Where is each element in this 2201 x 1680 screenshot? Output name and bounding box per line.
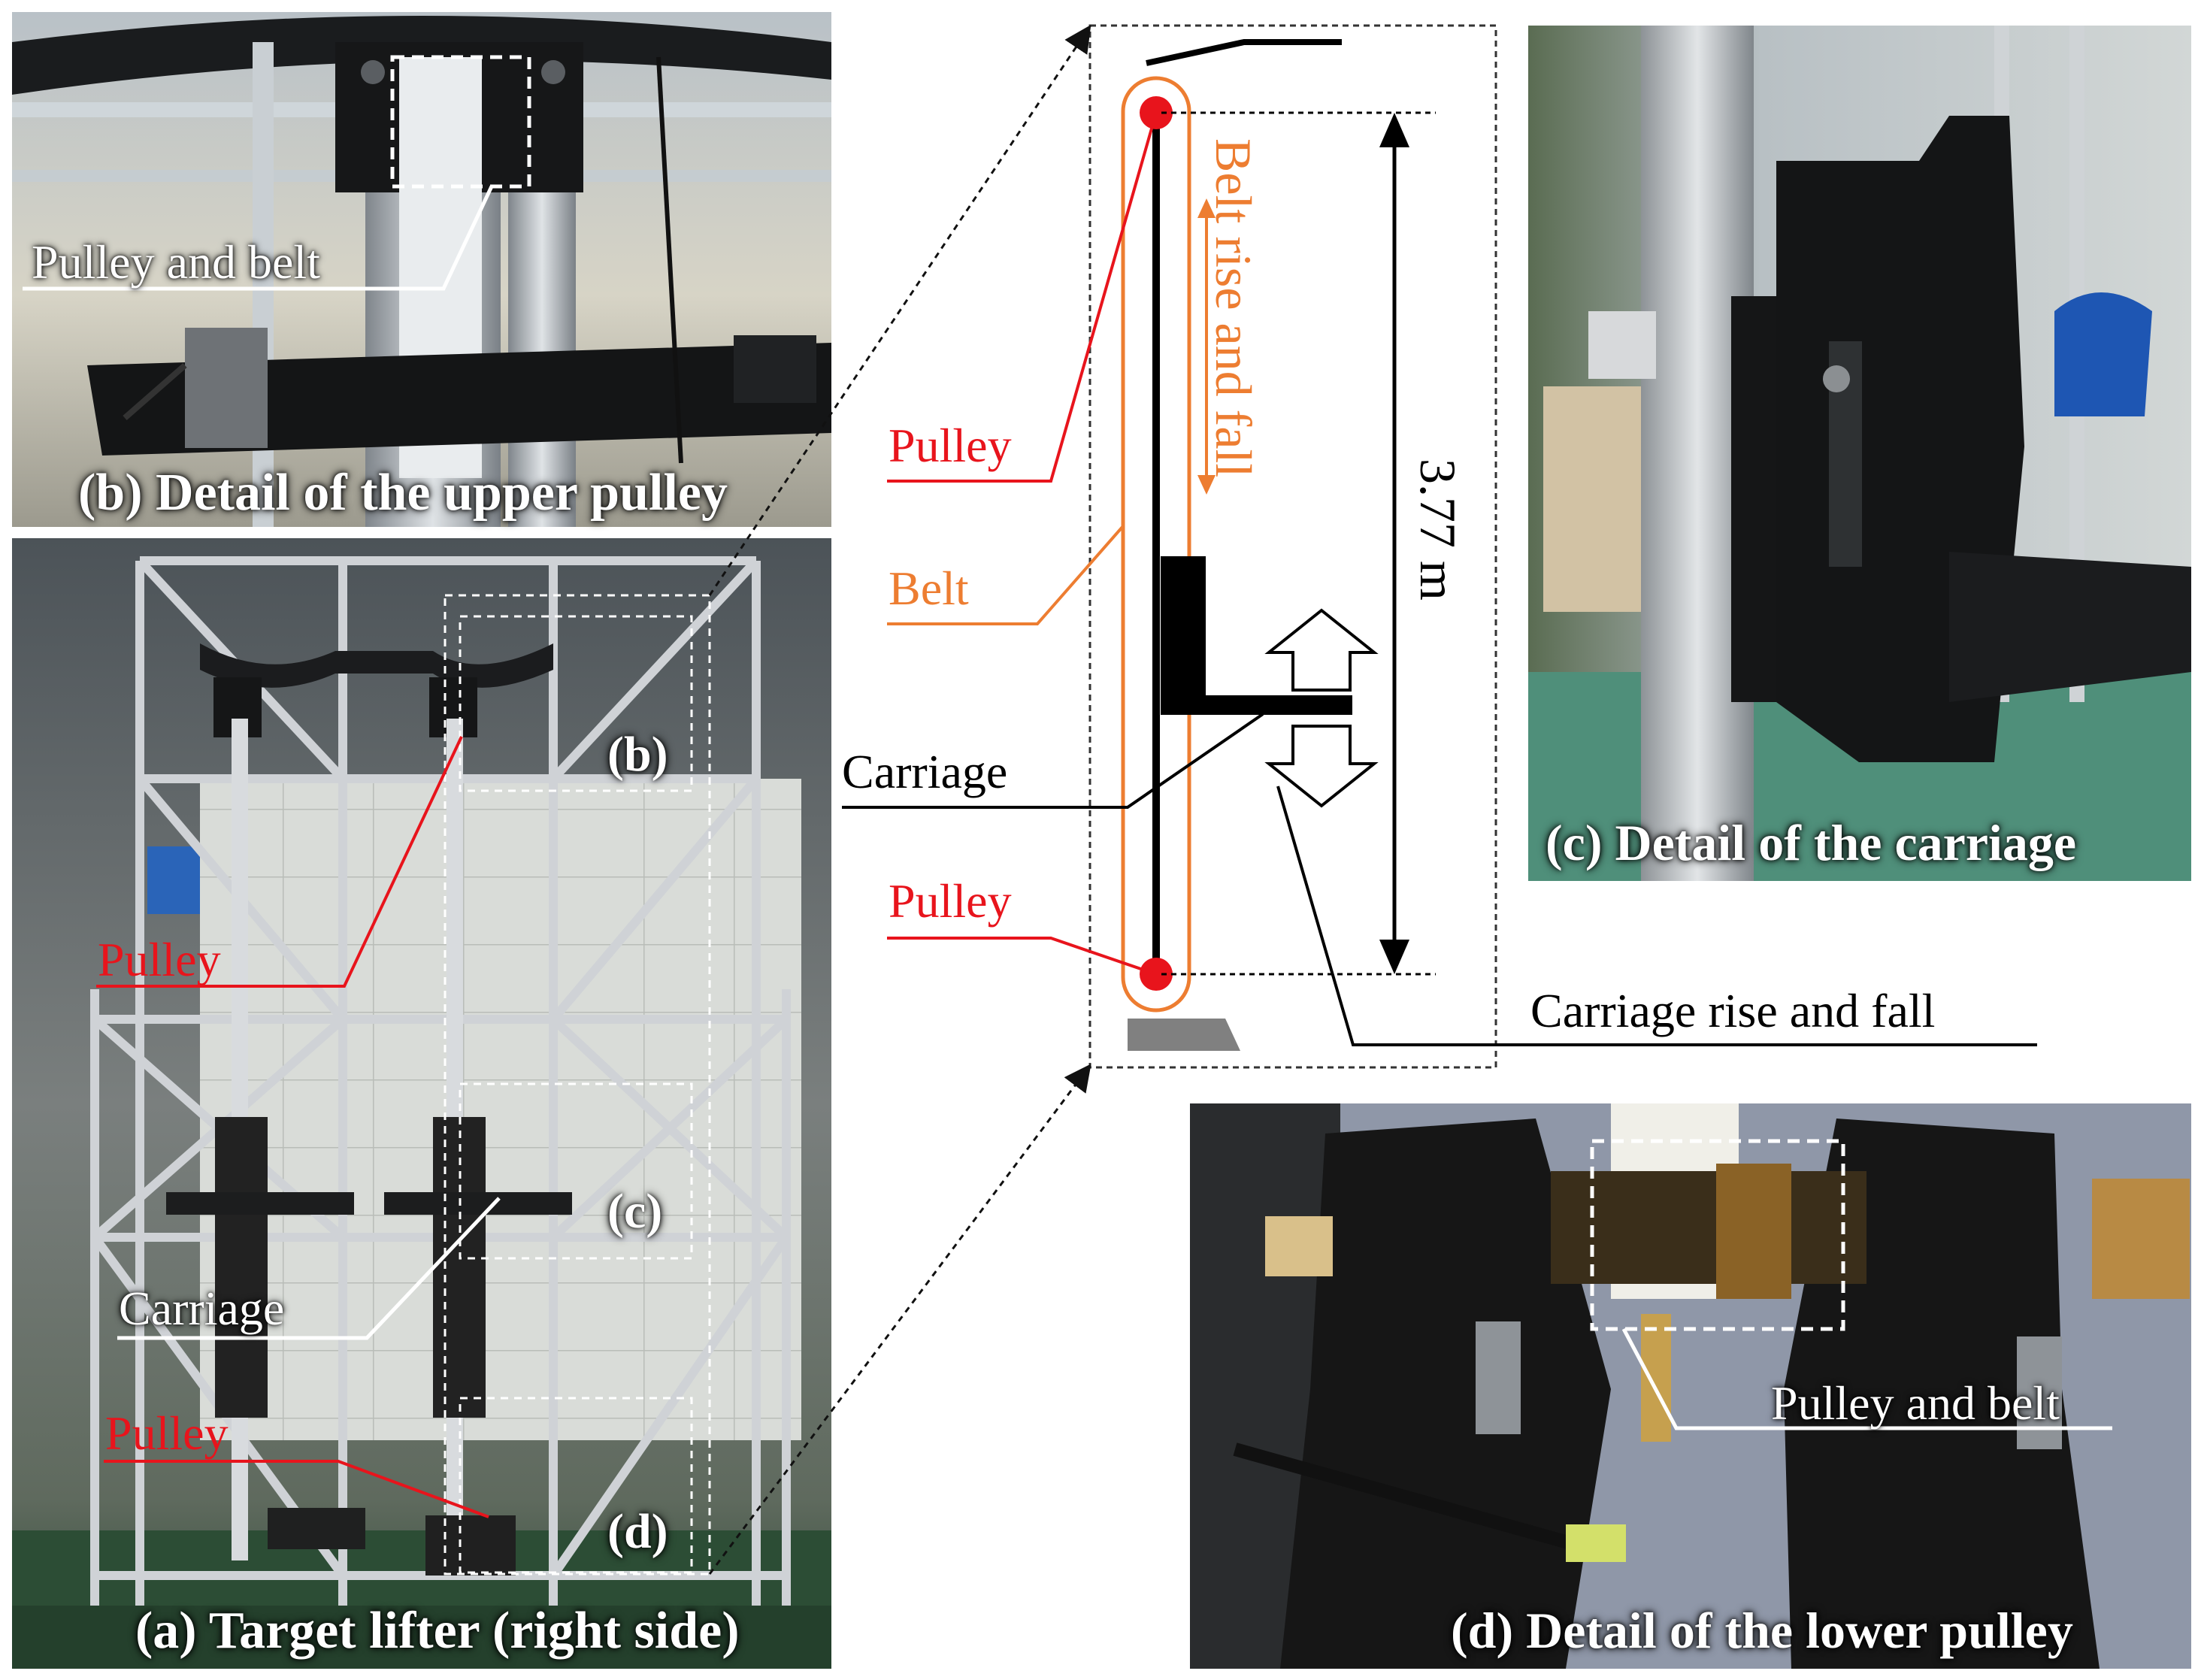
carriage-up-arrow [1264, 608, 1379, 692]
height-dimension-label: 3.77 m [1409, 459, 1467, 601]
upper-pulley-caption: (b) Detail of the upper pulley [78, 464, 728, 522]
lower-pulley-photo [1190, 1103, 2191, 1669]
base-plate [1128, 1019, 1240, 1051]
upper-pulley-highlight [390, 55, 531, 189]
lifter-carriage-label: Carriage [119, 1282, 285, 1335]
lifter-pulley-bottom-label: Pulley [105, 1406, 229, 1460]
lifter-photo [12, 538, 831, 1669]
connector-top [708, 25, 1091, 596]
top-stopper-mark [1146, 39, 1342, 66]
carriage-block [1161, 556, 1206, 707]
diagram-pulley-bottom-label: Pulley [889, 874, 1012, 928]
lower-pulley-belt-label: Pulley and belt [1771, 1376, 2060, 1430]
region-c-box [459, 1082, 693, 1260]
region-b-label: (b) [607, 727, 668, 782]
carriage-photo [1528, 26, 2191, 881]
belt-loop [1121, 76, 1191, 1013]
lifter-pulley-top-label: Pulley [98, 933, 221, 986]
lifter-caption: (a) Target lifter (right side) [135, 1602, 740, 1660]
upper-pulley-belt-label: Pulley and belt [32, 235, 320, 289]
carriage-down-arrow [1264, 725, 1379, 808]
diagram-carriage-label: Carriage [842, 745, 1008, 798]
belt-motion-label: Belt rise and fall [1205, 138, 1262, 478]
region-d-box [459, 1397, 693, 1574]
region-b-box [459, 615, 693, 792]
diagram-pulley-top-label: Pulley [889, 419, 1012, 472]
region-d-label: (d) [607, 1504, 668, 1559]
lower-pulley-caption: (d) Detail of the lower pulley [1451, 1602, 2073, 1659]
region-c-label: (c) [607, 1184, 663, 1239]
diagram-belt-label: Belt [889, 562, 969, 615]
lower-pulley-highlight [1590, 1139, 1845, 1331]
connector-bottom [708, 1064, 1091, 1575]
carriage-arm [1161, 695, 1352, 715]
carriage-caption: (c) Detail of the carriage [1546, 814, 2077, 871]
carriage-motion-label: Carriage rise and fall [1530, 984, 1936, 1037]
diagram-frame [1088, 24, 1497, 1069]
